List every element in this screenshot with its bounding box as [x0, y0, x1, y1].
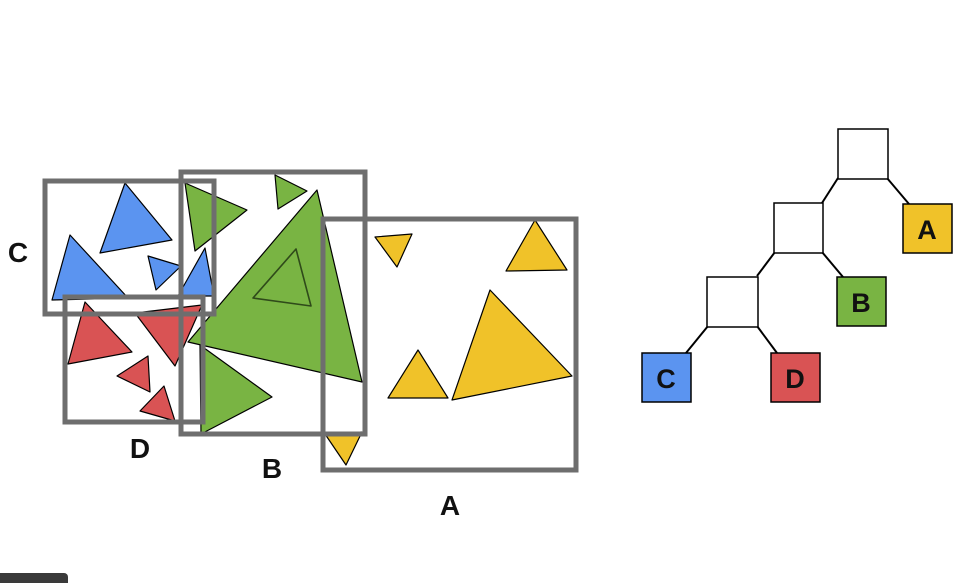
box-label-d: D	[130, 433, 150, 464]
bounding-box-labels: A B C D	[8, 237, 460, 521]
tree-internal-node	[706, 276, 759, 328]
tree-leaf-label-b: B	[851, 288, 871, 318]
green-triangle-hole	[252, 248, 312, 307]
tree-leaf-d	[770, 352, 821, 403]
tree-leaf-label-a: A	[917, 215, 937, 245]
video-control-chip	[0, 573, 68, 583]
tree-leaf-c	[641, 352, 692, 403]
blue-triangle	[99, 182, 173, 254]
box-label-c: C	[8, 237, 28, 268]
bounding-box-b	[178, 169, 368, 437]
yellow-triangle	[374, 233, 413, 268]
tree-edge	[685, 325, 709, 354]
group-d-triangles	[67, 301, 203, 422]
red-triangle	[116, 355, 151, 393]
tree-edge	[756, 251, 776, 277]
tree-leaf-b	[836, 276, 887, 327]
yellow-triangle	[387, 349, 449, 399]
tree-edge	[821, 251, 844, 278]
tree-leaf-label-c: C	[656, 364, 676, 394]
tree-edge	[756, 325, 778, 354]
tree-internal-nodes	[706, 128, 889, 328]
group-a-triangles	[324, 219, 573, 466]
bounding-box-c	[42, 178, 217, 317]
group-b-triangles	[184, 174, 363, 435]
bounding-box-a	[320, 216, 579, 473]
green-triangle	[274, 174, 308, 210]
yellow-triangle	[505, 219, 568, 272]
tree-internal-node	[773, 202, 824, 254]
box-label-b: B	[262, 453, 282, 484]
group-c-triangles	[51, 182, 215, 301]
bounding-box-d	[62, 294, 206, 425]
bounding-boxes	[42, 169, 579, 473]
tree-leaf-nodes: A B C D	[641, 203, 953, 403]
tree-leaf-a	[902, 203, 953, 254]
tree-leaf-label-d: D	[785, 364, 805, 394]
yellow-triangle	[324, 431, 363, 466]
tree-edge	[886, 177, 910, 205]
box-label-a: A	[440, 490, 460, 521]
tree-root-node	[837, 128, 889, 180]
tree-edge	[821, 177, 839, 204]
red-triangle	[134, 304, 203, 367]
red-triangle	[139, 385, 176, 422]
tree-edges	[685, 177, 910, 354]
blue-triangle	[147, 255, 182, 291]
red-triangle	[67, 301, 133, 365]
yellow-triangle-large	[451, 289, 573, 401]
